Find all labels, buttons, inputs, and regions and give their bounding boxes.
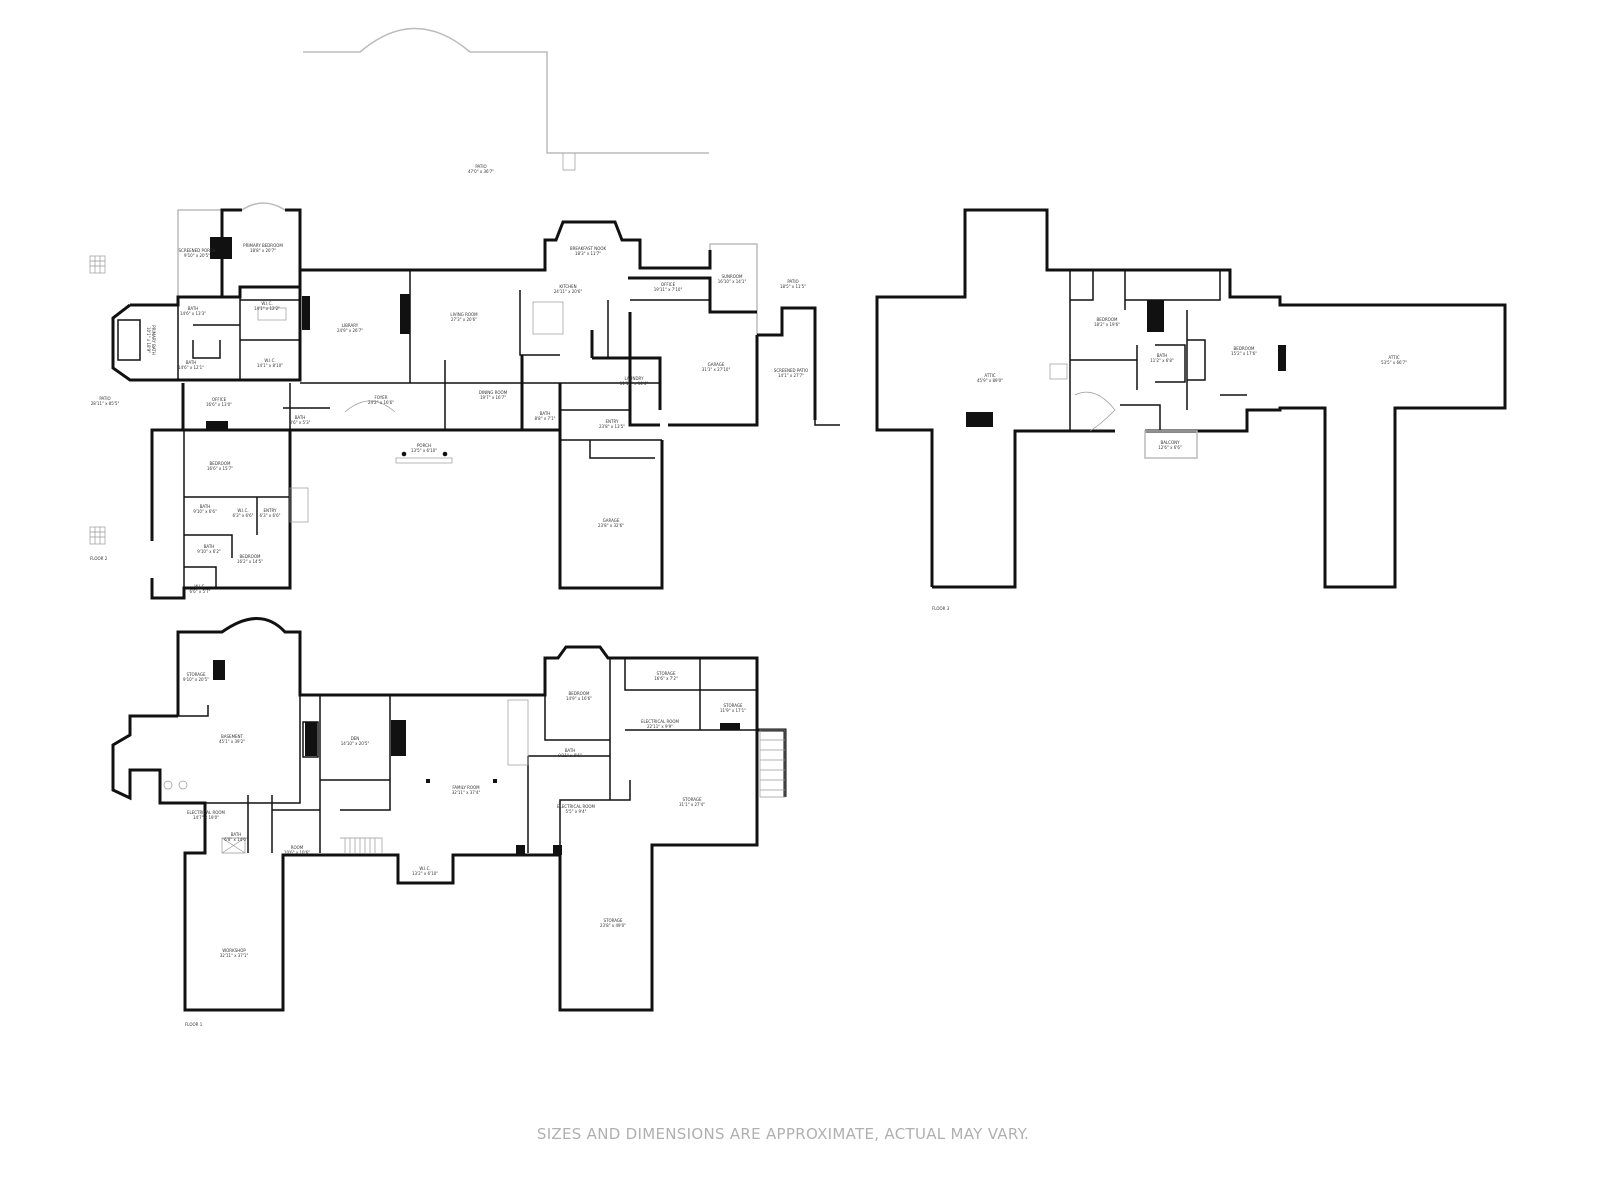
floor-1-label: FLOOR 1	[185, 1022, 203, 1027]
floor-3-outline	[875, 208, 1507, 589]
sunroom-walls	[709, 243, 758, 335]
bay-window	[241, 202, 286, 211]
room-label-wic: W.I.C.6'6" x 5'7"	[190, 584, 211, 594]
room-label-wic: W.I.C.13'2" x 6'10"	[412, 866, 438, 876]
room-label-wic: W.I.C.14'1" x 8'10"	[257, 358, 283, 368]
stair-icon	[89, 255, 106, 274]
primary-bath-walls	[111, 270, 302, 382]
main-north-wall	[300, 220, 712, 272]
garage-walls	[628, 306, 817, 427]
balcony-outline	[1144, 430, 1198, 459]
stair-icon	[89, 526, 106, 545]
room-label-primary-bath: PRIMARY BATH10'1" x 18'9"	[146, 325, 156, 354]
floor-1-plan	[111, 617, 787, 1012]
floor-2-label: FLOOR 2	[90, 556, 108, 561]
screened-porch-walls	[177, 209, 222, 297]
floor-1-outline	[111, 617, 787, 1012]
west-wing-walls	[150, 428, 292, 600]
primary-bedroom-walls	[220, 208, 242, 297]
floor-2-plan	[89, 27, 840, 600]
room-label-wic: W.I.C.14'1" x 12'2"	[254, 301, 280, 311]
floor-3-plan	[875, 208, 1507, 589]
room-label-wic: W.I.C.6'3" x 6'6"	[233, 508, 254, 518]
patio-outline	[303, 27, 709, 154]
disclaimer-text: SIZES AND DIMENSIONS ARE APPROXIMATE, AC…	[536, 1125, 1030, 1143]
floor-3-label: FLOOR 3	[932, 606, 950, 611]
patio-steps	[562, 153, 576, 171]
